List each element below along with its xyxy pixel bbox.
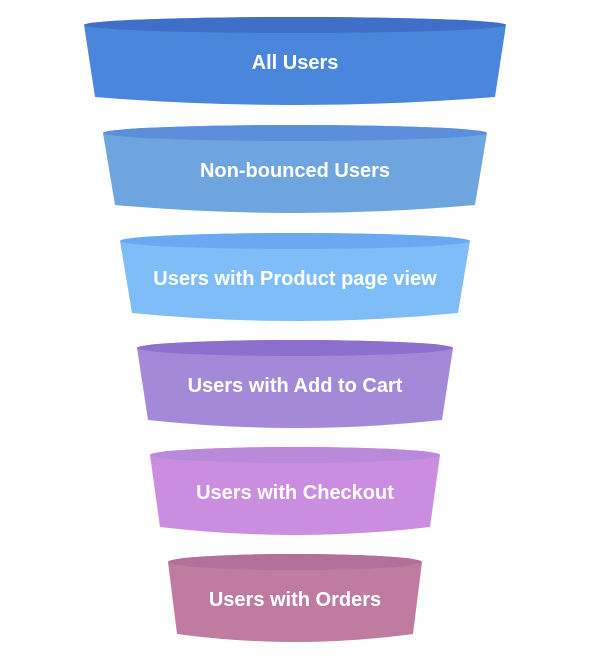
stage-body (103, 125, 487, 213)
stage-label: All Users (252, 52, 339, 74)
stage-label: Users with Add to Cart (188, 375, 403, 397)
stage-body (120, 233, 470, 321)
stage-body (150, 447, 440, 535)
funnel-stage-add-to-cart: Users with Add to Cart (137, 340, 453, 428)
stage-top-rim (84, 17, 506, 33)
funnel-stage-all-users: All Users (84, 17, 506, 105)
stage-top-rim (103, 125, 487, 141)
stage-body (168, 554, 422, 642)
funnel-stage-product-page-view: Users with Product page view (120, 233, 470, 321)
stage-label: Non-bounced Users (200, 160, 390, 182)
funnel-stage-orders: Users with Orders (168, 554, 422, 642)
stage-top-rim (168, 554, 422, 570)
stage-label: Users with Product page view (153, 268, 437, 290)
stage-top-rim (150, 447, 440, 463)
stage-body (137, 340, 453, 428)
stage-body (84, 17, 506, 105)
stage-top-rim (120, 233, 470, 249)
stage-label: Users with Orders (209, 589, 381, 611)
funnel-stage-checkout: Users with Checkout (150, 447, 440, 535)
funnel-stage-non-bounced-users: Non-bounced Users (103, 125, 487, 213)
stage-label: Users with Checkout (196, 482, 394, 504)
stage-top-rim (137, 340, 453, 356)
